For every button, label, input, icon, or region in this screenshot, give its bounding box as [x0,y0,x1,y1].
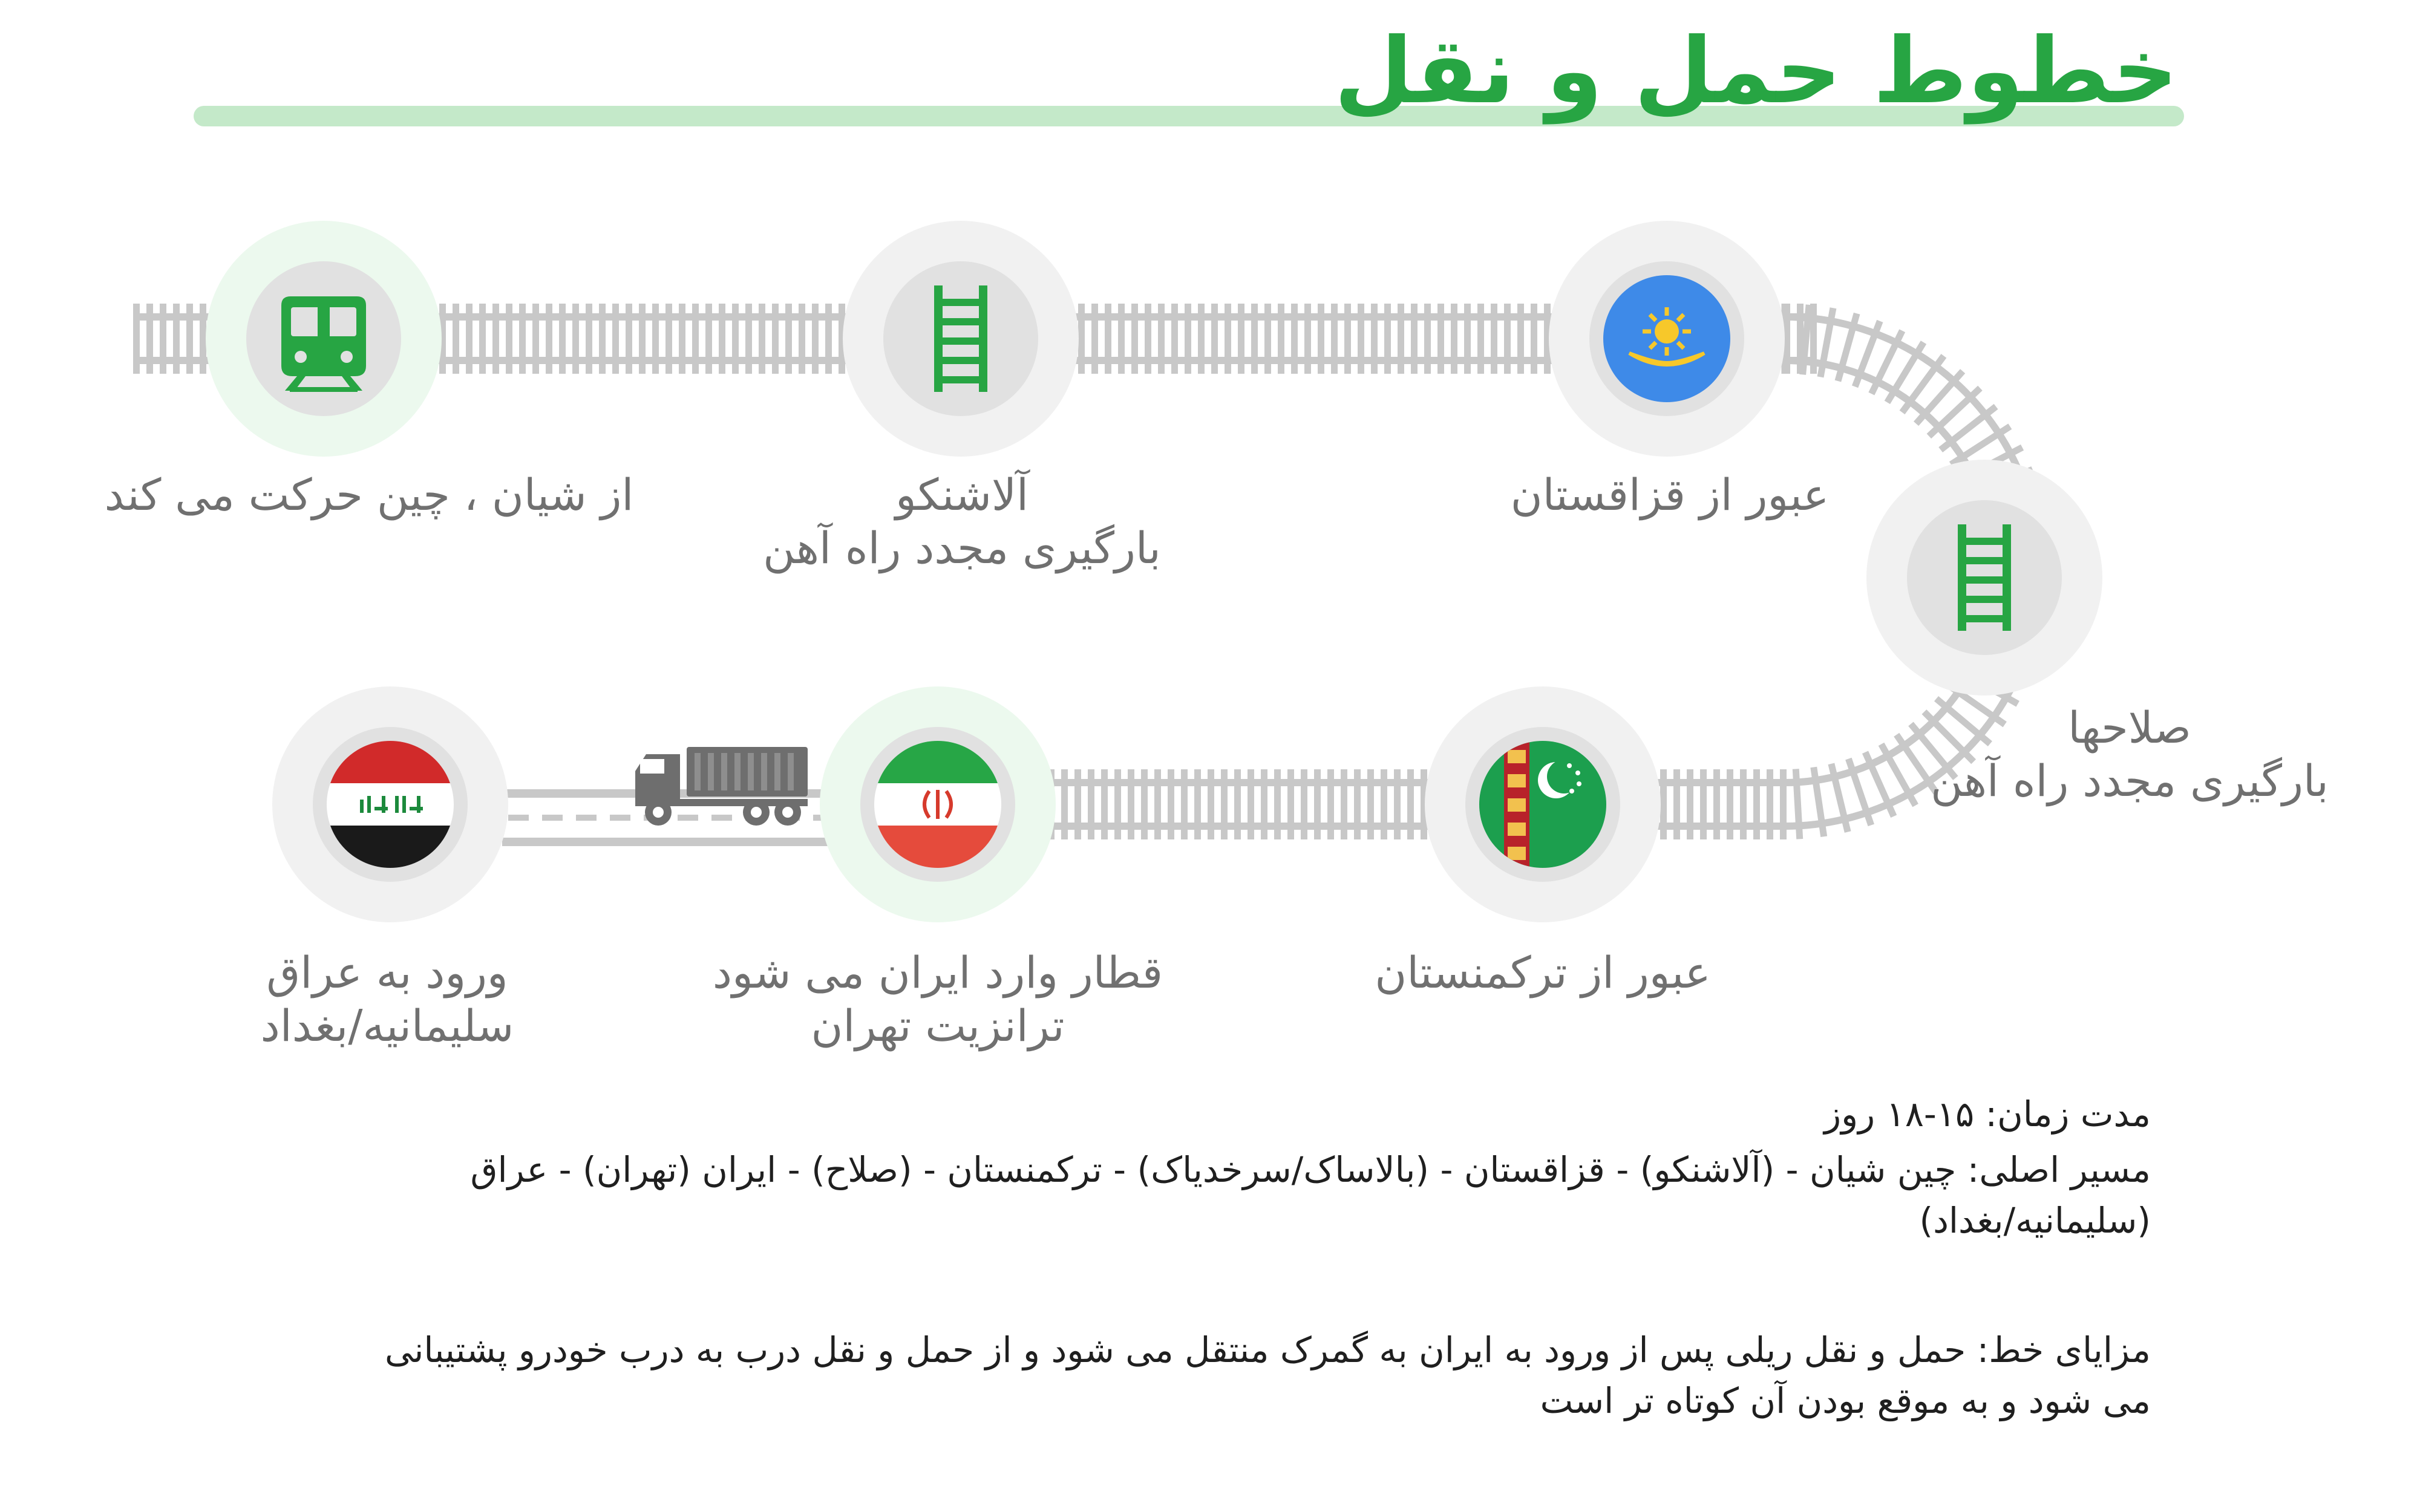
stop-iraq-label: ورود به عراق سلیمانیه/بغداد [145,947,629,1053]
turkmenistan-flag-icon [1479,741,1606,868]
truck-icon [635,747,808,826]
stop-label-line: بارگیری مجدد راه آهن [763,522,1161,573]
stop-turkmenistan-node [1425,686,1661,922]
kazakhstan-flag-icon [1603,275,1730,402]
stop-label-line: بارگیری مجدد راه آهن [1931,755,2329,806]
stop-salehaha-node [1866,460,2102,696]
stop-xian-label: از شیان ، چین حرکت می کند [48,469,690,522]
stop-iran-label: قطار وارد ایران می شود ترانزیت تهران [672,947,1204,1053]
stop-alashankou-label: آلاشنکو بارگیری مجدد راه آهن [666,469,1258,575]
page-title: خطوط حمل و نقل [1334,19,2178,124]
stop-label-line: ورود به عراق [266,947,508,998]
stop-label-line: آلاشنکو [895,469,1029,520]
stop-label-line: قطار وارد ایران می شود [712,947,1163,998]
stop-kazakhstan-label: عبور از قزاقستان [1379,469,1960,522]
title-underline [194,106,2184,126]
stop-label-line: عبور از قزاقستان [1510,469,1830,520]
stop-iraq-node [272,686,508,922]
stop-label-line: صلاحها [2068,702,2191,753]
stop-xian-node [206,221,442,457]
stop-salehaha-label: صلاحها بارگیری مجدد راه آهن [1876,702,2384,808]
iraq-flag-icon [327,741,454,868]
stop-turkmenistan-label: عبور از ترکمنستان [1258,947,1827,1000]
stop-kazakhstan-node [1549,221,1785,457]
rail-track-icon [934,285,987,392]
stop-label-line: ترانزیت تهران [811,1000,1065,1051]
advantages-text: مزایای خط: حمل و نقل ریلی پس از ورود به … [384,1329,2151,1422]
stop-label-line: از شیان ، چین حرکت می کند [104,469,634,520]
route-text: مسیر اصلی: چین شیان - (آلاشنکو) - قزاقست… [470,1149,2151,1242]
train-icon [281,296,366,392]
stop-iran-node [820,686,1056,922]
duration-text: مدت زمان: ۱۵-۱۸ روز [1824,1093,2151,1135]
rail-track-icon [1958,524,2011,631]
stop-label-line: سلیمانیه/بغداد [260,1000,514,1051]
stop-alashankou-node [843,221,1079,457]
iran-flag-icon [874,741,1001,868]
stop-label-line: عبور از ترکمنستان [1375,947,1711,998]
